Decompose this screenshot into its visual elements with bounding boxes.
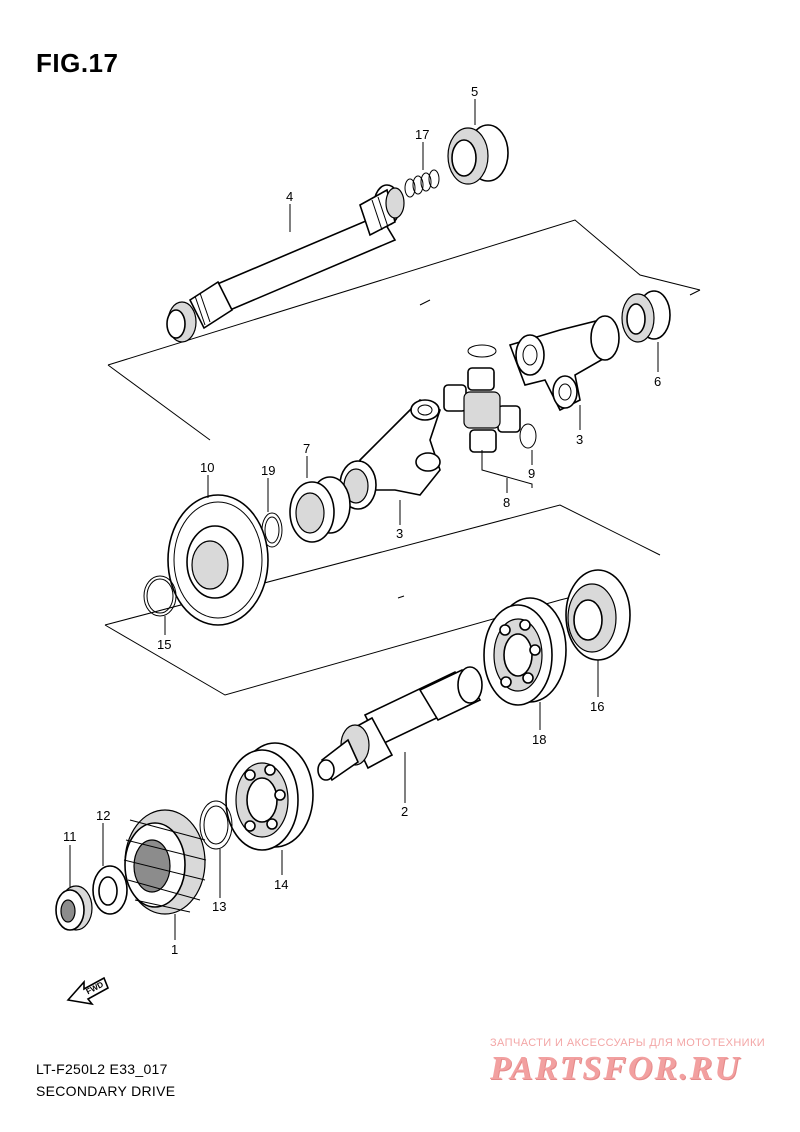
part-15-o-ring <box>143 575 177 617</box>
part-17-spring <box>404 169 440 198</box>
callout-5: 5 <box>471 84 478 99</box>
group-frame-upper <box>107 219 701 441</box>
part-4-propeller-shaft <box>166 184 405 343</box>
callout-1: 1 <box>171 942 178 957</box>
callout-4: 4 <box>286 189 293 204</box>
part-13-shim <box>199 800 233 850</box>
part-1-bevel-gear <box>123 809 207 915</box>
model-code: LT-F250L2 E33_017 <box>36 1061 168 1077</box>
callout-2: 2 <box>401 804 408 819</box>
part-6-oil-seal <box>621 290 671 343</box>
callout-6: 6 <box>654 374 661 389</box>
part-12-washer <box>92 865 128 915</box>
part-11-nut <box>55 885 93 931</box>
callout-3-upper: 3 <box>576 432 583 447</box>
watermark-logo: PARTSFOR.RU <box>490 1050 741 1087</box>
callout-15: 15 <box>157 637 171 652</box>
part-5-oil-seal <box>447 124 509 185</box>
callout-11: 11 <box>63 829 77 844</box>
callout-12: 12 <box>96 808 110 823</box>
leader-lines <box>69 99 659 940</box>
part-7-bushing <box>289 476 351 543</box>
part-2-drive-shaft <box>317 666 483 782</box>
figure-title: FIG.17 <box>36 48 119 78</box>
callout-14: 14 <box>274 877 288 892</box>
part-14-bearing <box>225 742 314 851</box>
callout-7: 7 <box>303 441 310 456</box>
part-10-bearing-case <box>167 494 269 626</box>
callout-3-lower: 3 <box>396 526 403 541</box>
part-3-yoke-lower <box>339 399 441 510</box>
forward-arrow-icon: FWD <box>66 976 110 1006</box>
part-18-bearing <box>483 597 567 706</box>
part-9-circlip <box>467 344 537 449</box>
callout-13: 13 <box>212 899 226 914</box>
callout-labels: 5 17 4 6 3 7 10 19 3 9 8 15 16 18 2 11 1… <box>63 84 661 957</box>
part-8-universal-joint-spider <box>443 367 521 453</box>
callout-17: 17 <box>415 127 429 142</box>
callout-10: 10 <box>200 460 214 475</box>
callout-19: 19 <box>261 463 275 478</box>
callout-8: 8 <box>503 495 510 510</box>
watermark-tagline: ЗАПЧАСТИ И АКСЕССУАРЫ ДЛЯ МОТОТЕХНИКИ <box>490 1037 766 1049</box>
part-3-yoke-upper <box>508 315 620 412</box>
callout-18: 18 <box>532 732 546 747</box>
part-16-bearing <box>565 569 631 661</box>
callout-9: 9 <box>528 466 535 481</box>
figure-name: SECONDARY DRIVE <box>36 1083 176 1099</box>
callout-16: 16 <box>590 699 604 714</box>
